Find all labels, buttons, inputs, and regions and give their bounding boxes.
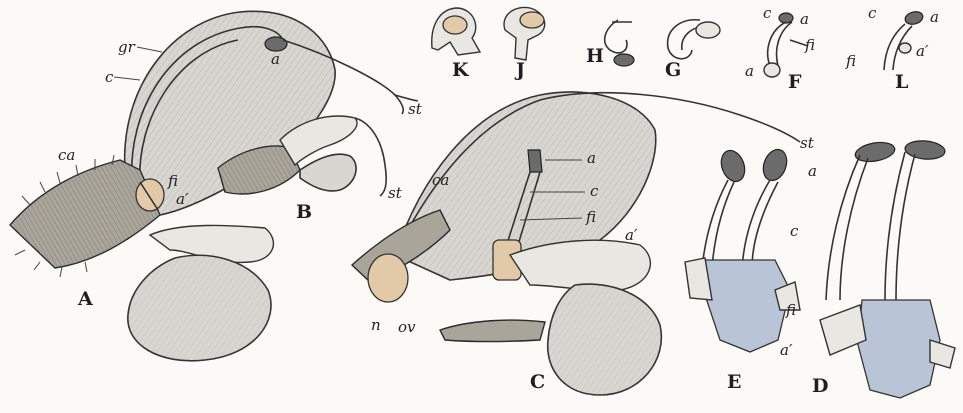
caption-j: J <box>514 59 525 81</box>
label-c-a: a <box>587 149 596 167</box>
label-c-ov: ov <box>398 318 416 336</box>
label-d-a: a <box>808 162 817 180</box>
label-a-gr: gr <box>118 38 136 56</box>
label-c-ca: ca <box>432 171 449 189</box>
label-c-st: st <box>800 134 815 152</box>
caption-d: D <box>812 375 828 397</box>
label-a-fi: fi <box>167 172 178 190</box>
label-a-a: a <box>271 50 280 68</box>
label-c-n: n <box>371 316 381 334</box>
caption-a: A <box>77 288 93 310</box>
caption-l: L <box>895 71 908 93</box>
caption-g: G <box>665 59 681 81</box>
label-f-c: c <box>763 4 772 22</box>
label-f-a-low: a <box>745 62 754 80</box>
figure-j <box>504 7 545 60</box>
caption-b: B <box>296 201 312 223</box>
label-l-fi: fi <box>845 52 856 70</box>
label-c-aprime: a′ <box>625 226 638 244</box>
label-f-fi: fi <box>804 36 815 54</box>
label-c-c: c <box>590 182 599 200</box>
label-c-fi: fi <box>585 208 596 226</box>
label-f-a: a <box>800 10 809 28</box>
figure-k <box>432 8 480 55</box>
label-b-st: st <box>388 184 403 202</box>
label-l-a: a <box>930 8 939 26</box>
figure-d <box>820 139 955 398</box>
figure-e <box>685 146 800 352</box>
figure-c <box>352 92 800 395</box>
label-a-st: st <box>408 100 423 118</box>
caption-c: C <box>530 371 545 393</box>
caption-k: K <box>452 59 470 81</box>
label-a-c: c <box>105 68 114 86</box>
caption-h: H <box>586 45 604 67</box>
label-a-ca: ca <box>58 146 75 164</box>
caption-e: E <box>727 371 741 393</box>
caption-f: F <box>788 71 802 93</box>
figure-g <box>668 20 720 59</box>
label-d-c: c <box>790 222 799 240</box>
label-l-c: c <box>868 4 877 22</box>
figure-l <box>884 10 924 70</box>
label-a-aprime: a′ <box>176 190 189 208</box>
figure-a <box>10 11 418 360</box>
label-l-aprime: a′ <box>916 42 929 60</box>
label-d-aprime: a′ <box>780 341 793 359</box>
label-d-fi: fi <box>785 301 796 319</box>
figure-h <box>605 20 634 66</box>
